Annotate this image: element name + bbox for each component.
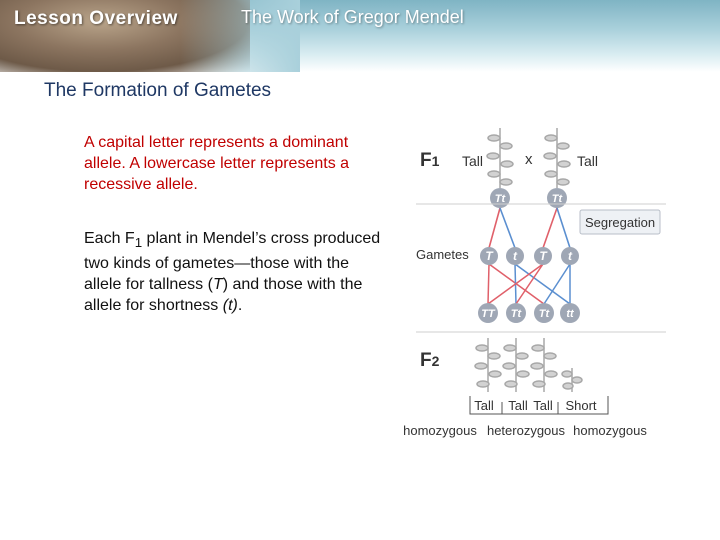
phenotype-label: Tall	[508, 398, 528, 413]
offspring-tt: tt	[560, 303, 580, 323]
svg-text:T: T	[539, 249, 548, 263]
phenotype-label: Short	[565, 398, 596, 413]
gamete-T-2: T	[534, 247, 552, 265]
zygosity-label: heterozygous	[487, 423, 566, 438]
plant-icon	[543, 128, 571, 188]
tall-label-left: Tall	[462, 153, 483, 169]
paragraph-allele-notation: A capital letter represents a dominant a…	[84, 134, 350, 193]
offspring-TT: TT	[478, 303, 498, 323]
chapter-title: The Work of Gregor Mendel	[241, 7, 464, 27]
gamete-t-2: t	[561, 247, 579, 265]
svg-text:tt: tt	[566, 308, 575, 320]
fertilization-lines	[487, 263, 571, 305]
svg-text:t: t	[513, 249, 518, 263]
segregation-diagram: F1 Tall x Tall Tt Tt Segregation Game	[403, 128, 666, 438]
gametes-label: Gametes	[416, 247, 469, 262]
header-banner: Lesson Overview The Work of Gregor Mende…	[0, 0, 720, 72]
segregation-lines	[488, 207, 571, 249]
gamete-T-1: T	[480, 247, 498, 265]
svg-text:TT: TT	[481, 308, 496, 320]
tall-label-right: Tall	[577, 153, 598, 169]
segregation-label-box: Segregation	[579, 209, 661, 235]
para2-end: .	[237, 297, 243, 315]
f2-label: F2	[420, 350, 440, 371]
phenotype-label: Tall	[474, 398, 494, 413]
para2-subscript: 1	[134, 235, 143, 251]
svg-text:Tt: Tt	[495, 193, 507, 205]
plant-icon	[486, 128, 514, 188]
svg-text:t: t	[568, 249, 573, 263]
header-photo-fade	[180, 0, 300, 72]
plant-icon	[502, 338, 530, 392]
svg-text:Tt: Tt	[539, 308, 551, 320]
zygosity-label: homozygous	[573, 423, 647, 438]
f1-genotype-right: Tt	[547, 188, 567, 208]
svg-text:Segregation: Segregation	[585, 215, 655, 230]
para2-prefix: Each F	[84, 230, 135, 247]
phenotype-label: Tall	[533, 398, 553, 413]
slide-title: The Formation of Gametes	[44, 80, 272, 101]
plant-icon	[530, 338, 558, 392]
gamete-t-1: t	[506, 247, 524, 265]
zygosity-brackets	[469, 396, 609, 415]
plant-icon	[561, 368, 583, 392]
f1-label: F1	[420, 150, 440, 171]
offspring-Tt-2: Tt	[534, 303, 554, 323]
short-allele-symbol: (t)	[222, 297, 238, 315]
plant-icon	[474, 338, 502, 392]
para2-text: plant in Mendel’s cross produced two kin…	[84, 230, 381, 294]
offspring-Tt-1: Tt	[506, 303, 526, 323]
lesson-label: Lesson Overview	[14, 8, 178, 29]
segregation-figure: F1 Tall x Tall Tt Tt Segregation Game	[398, 120, 668, 440]
svg-text:Tt: Tt	[511, 308, 523, 320]
f1-genotype-left: Tt	[490, 188, 510, 208]
svg-text:Tt: Tt	[552, 193, 564, 205]
cross-symbol: x	[525, 151, 533, 168]
zygosity-label: homozygous	[403, 423, 477, 438]
para2-text2: ) and those with the allele for shortnes…	[84, 276, 363, 315]
tall-allele-symbol: T	[212, 276, 223, 294]
paragraph-gametes: Each F1 plant in Mendel’s cross produced…	[84, 228, 384, 316]
svg-text:T: T	[485, 249, 494, 263]
